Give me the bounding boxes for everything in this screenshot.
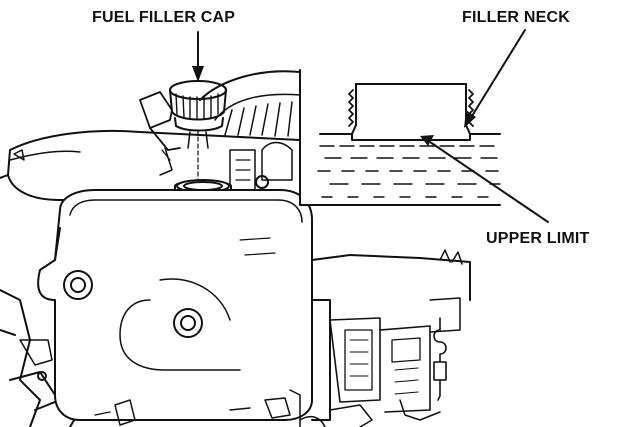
label-fuel-filler-cap: FUEL FILLER CAP <box>92 9 236 26</box>
label-upper-limit: UPPER LIMIT <box>486 230 590 247</box>
arrow-filler-neck <box>471 29 526 117</box>
arrow-upper-limit <box>429 141 549 223</box>
inset-filler-neck <box>319 83 501 141</box>
arrowhead-filler-neck <box>464 110 476 128</box>
fuel-tank <box>37 189 313 421</box>
inset-fuel-level <box>317 145 501 198</box>
spark-wire <box>433 317 447 401</box>
arrowhead-upper-limit <box>420 135 434 146</box>
leader-arrows <box>197 29 549 223</box>
starter-housing <box>199 70 301 191</box>
cap-tether <box>139 91 181 176</box>
arrowhead-fuel-filler-cap <box>192 66 204 82</box>
label-filler-neck: FILLER NECK <box>462 9 570 26</box>
engine-lower-parts <box>94 249 471 427</box>
